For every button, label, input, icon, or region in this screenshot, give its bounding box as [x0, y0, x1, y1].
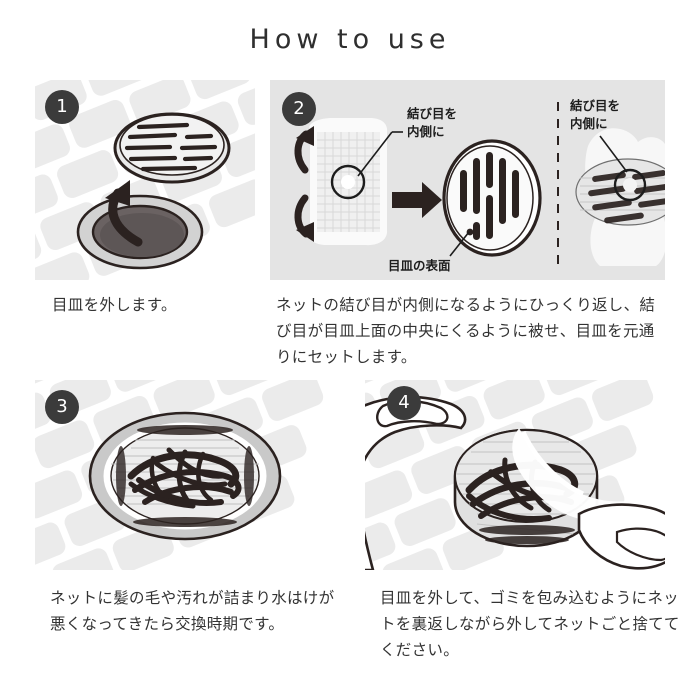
drain-plate-front — [442, 139, 542, 257]
flip-arrow-top-icon — [294, 126, 314, 174]
step-4-badge: 4 — [387, 386, 421, 420]
right-hand — [577, 503, 665, 570]
drain-hole — [76, 194, 204, 270]
knot-inside-label-right-line2: 内側に — [570, 116, 608, 131]
knot-highlight-circle-right — [613, 168, 647, 202]
knot-inside-label-right: 結び目を 内側に — [570, 98, 628, 173]
knot-highlight-circle — [330, 164, 366, 200]
knot-inside-label-right-line1: 結び目を — [570, 98, 620, 113]
step-4-caption: 目皿を外して、ゴミを包み込むようにネットを裏返しながら外してネットごと捨ててくだ… — [380, 589, 680, 659]
drain-plate-side — [453, 428, 629, 548]
knot-inside-label-left-line1: 結び目を — [407, 106, 457, 121]
step-2-illustration: 結び目を 内側に — [270, 80, 665, 280]
net-over-plate-diagram — [575, 128, 665, 266]
step-3-illustration: 3 — [35, 380, 335, 570]
page-title: How to use — [249, 24, 451, 55]
plate-surface-label: 目皿の表面 — [388, 231, 470, 273]
flip-arrow-bottom-icon — [294, 194, 314, 242]
step-3-caption: ネットに髪の毛や汚れが詰まり水はけが悪くなってきたら交換時期です。 — [50, 589, 335, 633]
drain-plate-with-net — [88, 411, 282, 541]
hair-debris — [127, 447, 242, 509]
step-4-illustration: 4 — [365, 380, 665, 570]
net-flip-diagram — [294, 118, 388, 246]
transform-arrow-icon — [392, 182, 442, 218]
step-1-badge: 1 — [45, 90, 79, 124]
step-2-caption: ネットの結び目が内側になるようにひっくり返し、結び目が目皿上面の中央にくるように… — [276, 296, 656, 366]
plate-surface-label-text: 目皿の表面 — [388, 258, 451, 273]
step-2-badge: 2 — [282, 92, 316, 126]
step-1-caption: 目皿を外します。 — [52, 296, 177, 314]
knot-inside-label-left-line2: 内側に — [407, 124, 445, 139]
knot-inside-label-left: 結び目を 内側に — [357, 106, 457, 177]
lift-arrow-icon — [105, 180, 143, 247]
step-1-illustration: 1 — [35, 80, 255, 280]
drain-cover — [113, 112, 231, 184]
step-3-badge: 3 — [45, 390, 79, 424]
